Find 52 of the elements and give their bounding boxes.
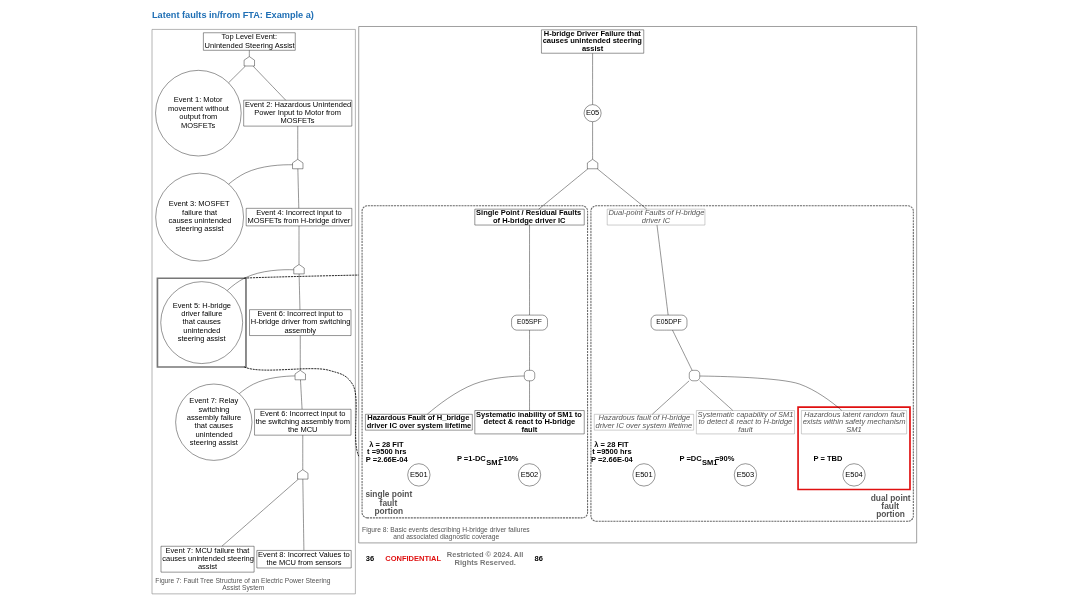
label: CONFIDENTIAL	[384, 553, 441, 563]
node-gate	[586, 159, 598, 169]
connector	[243, 274, 359, 279]
node-box: Hazardous Fault of H_bridge driver IC over system lifetime	[364, 414, 473, 431]
node-box-text: Event 6: Incorrect input to H-bridge driver from switching assembly	[248, 309, 351, 336]
node-circle: Event 7: Relay switching assembly failure that causes unintended steering assist	[174, 383, 252, 461]
node-gate	[688, 370, 700, 381]
node-box: Single Point / Residual Faults of H-bridge driver IC	[474, 208, 584, 226]
node-gate	[296, 469, 308, 480]
node-circle: Event 3: MOSFET failure that causes unintended steering assist	[154, 172, 244, 262]
node-box: Systematic capability of SM1 to detect & react to H-bridge fault	[695, 410, 795, 435]
label: Restricted © 2024. All Rights Reserved.	[446, 550, 523, 567]
node-circle: E05	[583, 104, 601, 122]
connector	[243, 366, 359, 457]
node-box: Event 2: Hazardous Unintended Power Input to Motor from MOSFETs	[242, 100, 352, 127]
connector	[299, 335, 300, 371]
node-circle: E501	[406, 463, 430, 487]
node-box: Dual-point Faults of H-bridge driver IC	[606, 208, 705, 226]
node-box: Hazardous fault of H-bridge driver IC over system lifetime	[593, 414, 694, 431]
node-label: P = TBD	[813, 453, 842, 463]
node-gate	[243, 56, 255, 67]
node-label: λ = 28 FIT	[593, 439, 629, 449]
node-box: Event 7: MCU failure that causes unintended steering assist	[160, 546, 254, 573]
cluster	[796, 406, 911, 491]
node-box: Hazardous latent random fault exists within safety mechanism SM1	[800, 410, 907, 435]
node-box: Top Level Event: Unintended Steering Assist	[202, 32, 295, 51]
connector	[596, 168, 647, 210]
node-circle: Event 5: H-bridge driver failure that causes unintended steering assist	[160, 281, 243, 364]
node-circle: E502	[517, 463, 541, 487]
node-box: Event 6: Incorrect input to the switching assembly from the MCU	[253, 409, 351, 436]
node-box: Event 8: Incorrect Values to the MCU from sensors	[256, 550, 351, 569]
node-label: t =9500 hrs	[366, 447, 407, 457]
node-circle: E501	[632, 463, 655, 487]
node-circle: E503	[733, 463, 757, 487]
node-label: P =2.66E-04	[365, 454, 408, 464]
connector	[226, 269, 294, 291]
node-gate	[294, 370, 306, 380]
node-circle: Event 1: Motor movement without output from MOSFETs	[154, 70, 241, 157]
node-label: λ = 28 FIT	[368, 439, 404, 449]
node-gate	[523, 370, 535, 381]
node-label: P =2.66E-04	[590, 454, 633, 464]
label: 36	[365, 553, 374, 563]
node-box: H-bridge Driver Failure that causes unintended steering assist	[540, 29, 644, 54]
node-box: Systematic inability of SM1 to detect & react to H-bridge fault	[474, 410, 584, 435]
node-gate	[291, 159, 303, 169]
label: 86	[534, 553, 543, 563]
diagram-title: Latent faults in/from FTA: Example a)	[151, 10, 314, 21]
node-box: Event 4: Incorrect input to MOSFETs from H-bridge driver	[245, 208, 352, 227]
node-circle: E504	[842, 463, 865, 487]
node-gate	[293, 264, 304, 275]
connector	[298, 273, 300, 310]
node-label: t =9500 hrs	[591, 447, 632, 457]
